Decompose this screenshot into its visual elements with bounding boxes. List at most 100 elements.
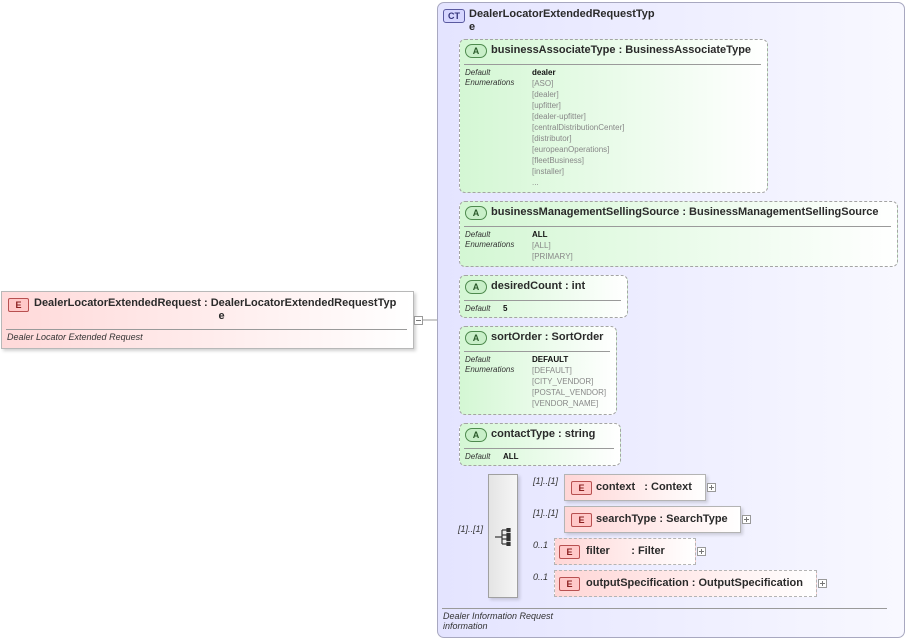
enumerations-label: Enumerations: [465, 365, 515, 374]
attribute-labels: Default Enumerations: [465, 355, 514, 375]
enum-value: [installer]: [532, 167, 565, 176]
sequence-cardinality: [1]..[1]: [458, 524, 484, 534]
attribute-divider: [464, 448, 614, 449]
enum-value: [VENDOR_NAME]: [532, 399, 599, 408]
default-label: Default: [465, 355, 491, 364]
enum-value: ...: [532, 178, 539, 187]
root-element-type-wrap: e: [218, 310, 225, 322]
attribute-labels: Default Enumerations: [465, 230, 514, 250]
attribute-values: DEFAULT [DEFAULT] [CITY_VENDOR] [POSTAL_…: [532, 354, 606, 409]
attribute-icon: A: [465, 206, 487, 220]
attribute-name: businessAssociateType : BusinessAssociat…: [491, 44, 752, 56]
child-element-filter[interactable]: E filter : Filter: [554, 538, 696, 565]
sequence-icon: [495, 528, 511, 546]
child-element-name: searchType : SearchType: [596, 513, 728, 525]
element-icon: E: [571, 513, 592, 527]
root-element-box[interactable]: E DealerLocatorExtendedRequest : DealerL…: [1, 291, 414, 349]
attribute-business-associate-type[interactable]: A businessAssociateType : BusinessAssoci…: [459, 39, 768, 193]
enum-value: [ASO]: [532, 79, 554, 88]
complex-type-documentation: Dealer Information Request information: [443, 611, 603, 631]
enum-value: [europeanOperations]: [532, 145, 610, 154]
enum-value: [PRIMARY]: [532, 252, 573, 261]
complex-type-name: DealerLocatorExtendedRequestTyp: [469, 8, 655, 20]
attribute-name: desiredCount : int: [491, 280, 586, 292]
root-element-title: DealerLocatorExtendedRequest : DealerLoc…: [34, 297, 409, 323]
child-cardinality: 0..1: [533, 572, 549, 582]
attribute-contact-type[interactable]: A contactType : string Default ALL: [459, 423, 621, 466]
attribute-name: contactType : string: [491, 428, 596, 440]
attribute-labels: Default Enumerations: [465, 68, 514, 88]
expand-plus-icon[interactable]: [697, 547, 706, 556]
child-cardinality: [1]..[1]: [533, 508, 559, 518]
complex-type-doc-line-2: information: [443, 621, 488, 631]
enum-value: [dealer]: [532, 90, 559, 99]
expand-plus-icon[interactable]: [742, 515, 751, 524]
complex-type-name-wrap: e: [469, 21, 476, 33]
attribute-sort-order[interactable]: A sortOrder : SortOrder Default Enumerat…: [459, 326, 617, 415]
enum-value: [CITY_VENDOR]: [532, 377, 594, 386]
enum-value: [DEFAULT]: [532, 366, 572, 375]
attribute-values: dealer [ASO] [dealer] [upfitter] [dealer…: [532, 67, 624, 188]
sequence-compositor[interactable]: [488, 474, 518, 598]
default-label: Default: [465, 452, 491, 461]
enum-value: [dealer-upfitter]: [532, 112, 586, 121]
default-label: Default: [465, 304, 491, 313]
child-element-name: filter : Filter: [586, 545, 665, 557]
root-element-name: DealerLocatorExtendedRequest: [34, 297, 201, 309]
element-icon: E: [559, 577, 580, 591]
child-cardinality: [1]..[1]: [533, 476, 559, 486]
enumerations-label: Enumerations: [465, 78, 515, 87]
child-element-search-type[interactable]: E searchType : SearchType: [564, 506, 741, 533]
enum-value: [ALL]: [532, 241, 551, 250]
attribute-values: ALL: [503, 451, 519, 462]
attribute-labels: Default: [465, 452, 490, 462]
enum-value: [distributor]: [532, 134, 572, 143]
attribute-divider: [464, 300, 621, 301]
root-element-separator: :: [203, 297, 208, 309]
root-element-documentation: Dealer Locator Extended Request: [7, 332, 143, 342]
child-cardinality: 0..1: [533, 540, 549, 550]
default-value: DEFAULT: [532, 355, 569, 364]
expand-plus-icon[interactable]: [707, 483, 716, 492]
enum-value: [centralDistributionCenter]: [532, 123, 625, 132]
attribute-icon: A: [465, 428, 487, 442]
enumerations-label: Enumerations: [465, 240, 515, 249]
element-icon: E: [559, 545, 580, 559]
enum-value: [upfitter]: [532, 101, 561, 110]
root-element-divider: [6, 329, 407, 330]
attribute-values: ALL [ALL] [PRIMARY]: [532, 229, 573, 262]
attribute-icon: A: [465, 280, 487, 294]
default-value: 5: [503, 304, 508, 313]
complex-type-divider: [442, 608, 887, 609]
complex-type-title: DealerLocatorExtendedRequestTyp e: [469, 8, 689, 34]
attribute-desired-count[interactable]: A desiredCount : int Default 5: [459, 275, 628, 318]
complex-type-icon: CT: [443, 9, 465, 23]
child-element-context[interactable]: E context : Context: [564, 474, 706, 501]
expand-plus-icon[interactable]: [818, 579, 827, 588]
child-element-output-specification[interactable]: E outputSpecification : OutputSpecificat…: [554, 570, 817, 597]
attribute-divider: [464, 64, 761, 65]
default-value: ALL: [532, 230, 548, 239]
attribute-icon: A: [465, 331, 487, 345]
attribute-name: businessManagementSellingSource : Busine…: [491, 206, 879, 218]
attribute-values: 5: [503, 303, 507, 314]
collapse-toggle-icon[interactable]: [414, 316, 423, 325]
default-label: Default: [465, 230, 491, 239]
default-value: ALL: [503, 452, 519, 461]
attribute-labels: Default: [465, 304, 490, 314]
default-value: dealer: [532, 68, 556, 77]
child-element-name: context : Context: [596, 481, 692, 493]
enum-value: [fleetBusiness]: [532, 156, 585, 165]
root-element-type: DealerLocatorExtendedRequestTyp: [210, 297, 397, 309]
enum-value: [POSTAL_VENDOR]: [532, 388, 607, 397]
default-label: Default: [465, 68, 491, 77]
complex-type-doc-line-1: Dealer Information Request: [443, 611, 554, 621]
attribute-name: sortOrder : SortOrder: [491, 331, 604, 343]
element-icon: E: [8, 298, 29, 312]
attribute-divider: [464, 351, 610, 352]
element-icon: E: [571, 481, 592, 495]
child-element-name: outputSpecification : OutputSpecificatio…: [586, 577, 803, 589]
attribute-divider: [464, 226, 891, 227]
attribute-icon: A: [465, 44, 487, 58]
attribute-business-management-selling-source[interactable]: A businessManagementSellingSource : Busi…: [459, 201, 898, 267]
